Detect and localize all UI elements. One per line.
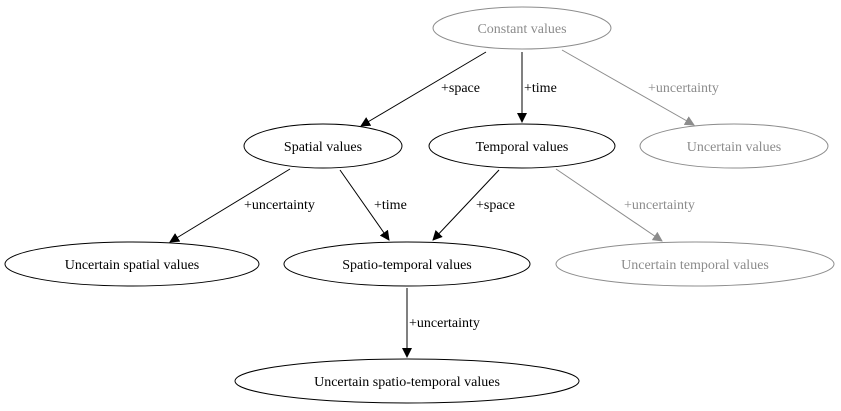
node-shape bbox=[428, 123, 616, 169]
edge-constant-to-uncertain: +uncertainty bbox=[561, 49, 719, 126]
edge-line bbox=[339, 169, 390, 241]
node-label: Uncertain spatial values bbox=[65, 258, 200, 273]
node-label: Constant values bbox=[477, 22, 566, 37]
edge-line bbox=[555, 168, 663, 242]
node-label: Temporal values bbox=[476, 140, 569, 155]
node-shape bbox=[639, 123, 829, 169]
edge-label: +time bbox=[524, 81, 557, 96]
node-shape bbox=[432, 6, 612, 50]
node-label: Spatial values bbox=[284, 140, 362, 155]
node-shape bbox=[4, 241, 260, 287]
edge-label: +space bbox=[476, 198, 515, 213]
node-shape bbox=[234, 358, 580, 404]
edge-line bbox=[432, 169, 500, 241]
edge-spatial-to-uncertain-spatial: +uncertainty bbox=[169, 168, 315, 243]
node-spatial-values[interactable]: Spatial values bbox=[243, 123, 403, 169]
node-uncertain-temporal-values[interactable]: Uncertain temporal values bbox=[555, 241, 835, 287]
node-temporal-values[interactable]: Temporal values bbox=[428, 123, 616, 169]
edge-temporal-to-spatio-temporal: +space bbox=[432, 169, 515, 241]
edge-label: +time bbox=[374, 198, 407, 213]
node-shape bbox=[243, 123, 403, 169]
edge-constant-to-spatial: +space bbox=[360, 51, 487, 127]
node-label: Uncertain spatio-temporal values bbox=[314, 375, 500, 390]
edge-label: +space bbox=[441, 81, 480, 96]
edge-label: +uncertainty bbox=[409, 316, 480, 331]
edge-label: +uncertainty bbox=[648, 81, 719, 96]
edge-spatio-temporal-to-uncertain-spatio-temporal: +uncertainty bbox=[402, 288, 480, 358]
node-label: Spatio-temporal values bbox=[342, 258, 471, 273]
node-uncertain-spatio-temporal-values[interactable]: Uncertain spatio-temporal values bbox=[234, 358, 580, 404]
edge-line bbox=[561, 49, 695, 126]
node-uncertain-values[interactable]: Uncertain values bbox=[639, 123, 829, 169]
edge-spatial-to-spatio-temporal: +time bbox=[339, 169, 407, 241]
node-spatio-temporal-values[interactable]: Spatio-temporal values bbox=[283, 241, 531, 287]
edge-line bbox=[169, 168, 291, 243]
edge-label: +uncertainty bbox=[244, 198, 315, 213]
edge-temporal-to-uncertain-temporal: +uncertainty bbox=[555, 168, 695, 242]
node-label: Uncertain values bbox=[687, 140, 781, 155]
node-constant-values[interactable]: Constant values bbox=[432, 6, 612, 50]
node-label: Uncertain temporal values bbox=[621, 258, 769, 273]
edge-line bbox=[360, 51, 487, 127]
node-shape bbox=[555, 241, 835, 287]
edge-label: +uncertainty bbox=[624, 198, 695, 213]
node-shape bbox=[283, 241, 531, 287]
edge-constant-to-temporal: +time bbox=[517, 52, 557, 123]
node-uncertain-spatial-values[interactable]: Uncertain spatial values bbox=[4, 241, 260, 287]
